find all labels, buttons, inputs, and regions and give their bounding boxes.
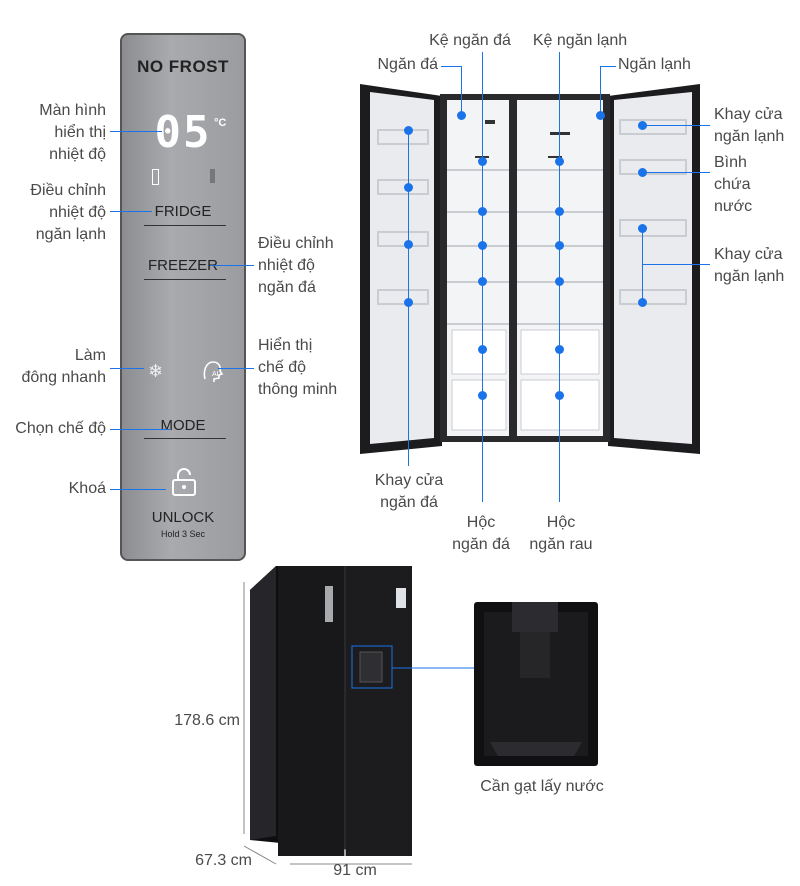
label-fridge-compartment: Ngăn lạnh bbox=[618, 56, 691, 73]
label-freezer-compartment: Ngăn đá bbox=[377, 56, 439, 73]
label-freezer-adj: Điều chỉnh nhiệt độ ngăn đá bbox=[258, 235, 334, 296]
label-fridge-door-tray-1: Khay cửa ngăn lạnh bbox=[714, 106, 785, 145]
unlock-button[interactable]: UNLOCK bbox=[151, 509, 215, 526]
label-water-dispenser-lever: Cần gạt lấy nước bbox=[480, 778, 604, 795]
marker-fridge-door-3 bbox=[638, 298, 647, 307]
label-lock: Khoá bbox=[68, 480, 106, 497]
leader-freezer-adj bbox=[210, 265, 254, 266]
fridge-divider bbox=[144, 225, 226, 226]
leader-mode-select bbox=[110, 429, 170, 430]
marker-freezer-shelf-1 bbox=[478, 157, 487, 166]
snowflake-icon[interactable]: ❄ bbox=[148, 361, 164, 381]
leader-lock bbox=[110, 489, 166, 490]
label-smart-mode: Hiển thị chế độ thông minh bbox=[258, 337, 338, 398]
label-width: 91 cm bbox=[333, 862, 377, 879]
leader-freezer-h bbox=[441, 66, 461, 67]
label-fridge-shelf: Kệ ngăn lạnh bbox=[532, 32, 628, 49]
leader-fridge-adj bbox=[110, 211, 152, 212]
marker-freezer-shelf-2 bbox=[478, 207, 487, 216]
temperature-display: 05 bbox=[154, 107, 212, 158]
leader-water-tank bbox=[642, 172, 710, 173]
marker-freezer-door-1 bbox=[404, 126, 413, 135]
marker-fridge bbox=[596, 111, 605, 120]
brand-logo: NO FROST bbox=[137, 57, 229, 76]
marker-fridge-door-2 bbox=[638, 224, 647, 233]
freezer-button[interactable]: FREEZER bbox=[147, 257, 218, 274]
marker-freezer-door-4 bbox=[404, 298, 413, 307]
marker-freezer-shelf-3 bbox=[478, 241, 487, 250]
label-fridge-door-tray-2: Khay cửa ngăn lạnh bbox=[714, 246, 785, 285]
label-display: Màn hình hiển thị nhiệt độ bbox=[39, 102, 106, 163]
leader-freezer-v bbox=[461, 66, 462, 114]
label-freezer-door-tray: Khay cửa ngăn đá bbox=[374, 472, 444, 511]
marker-freezer-drawer-1 bbox=[478, 345, 487, 354]
label-height: 178.6 cm bbox=[174, 712, 240, 729]
mode-button[interactable]: MODE bbox=[160, 417, 206, 434]
leader-fridge-door-tray-2-v bbox=[642, 228, 643, 304]
marker-freezer-door-3 bbox=[404, 240, 413, 249]
label-veg-drawer: Hộc ngăn rau bbox=[529, 514, 593, 553]
marker-freezer-door-2 bbox=[404, 183, 413, 192]
label-freezer-drawer: Hộc ngăn đá bbox=[452, 514, 510, 553]
marker-fridge-door-1 bbox=[638, 121, 647, 130]
temperature-unit: °C bbox=[214, 117, 227, 129]
fridge-button[interactable]: FRIDGE bbox=[154, 203, 212, 220]
label-fast-freeze: Làm đông nhanh bbox=[21, 347, 106, 386]
leader-fridge-door-tray-2-h bbox=[642, 264, 710, 265]
leader-fridge-v bbox=[600, 66, 601, 114]
leader-fridge-door-tray-1 bbox=[642, 125, 710, 126]
hold-hint: Hold 3 Sec bbox=[160, 529, 206, 539]
marker-freezer-shelf-4 bbox=[478, 277, 487, 286]
indicator-right-icon bbox=[210, 169, 215, 183]
freezer-divider bbox=[144, 279, 226, 280]
mode-divider bbox=[144, 438, 226, 439]
marker-veg-drawer-1 bbox=[555, 345, 564, 354]
label-freezer-shelf: Kệ ngăn đá bbox=[429, 32, 511, 49]
label-fridge-adj: Điều chỉnh nhiệt độ ngăn lạnh bbox=[30, 182, 106, 243]
marker-fridge-shelf-2 bbox=[555, 207, 564, 216]
leader-smart-mode bbox=[218, 368, 254, 369]
leader-fast-freeze bbox=[110, 368, 144, 369]
marker-freezer bbox=[457, 111, 466, 120]
leader-display bbox=[110, 131, 162, 132]
svg-text:AI: AI bbox=[212, 371, 219, 378]
marker-water-tank bbox=[638, 168, 647, 177]
lock-icon[interactable] bbox=[170, 467, 196, 496]
marker-fridge-shelf-3 bbox=[555, 241, 564, 250]
label-mode-select: Chọn chế độ bbox=[15, 420, 106, 437]
control-panel: NO FROST 05 °C FRIDGE FREEZER ❄ AI MODE … bbox=[120, 33, 246, 561]
marker-fridge-shelf-4 bbox=[555, 277, 564, 286]
leader-fridge-h bbox=[600, 66, 616, 67]
indicator-left-icon bbox=[152, 169, 159, 185]
marker-freezer-drawer-2 bbox=[478, 391, 487, 400]
marker-fridge-shelf-1 bbox=[555, 157, 564, 166]
label-depth: 67.3 cm bbox=[195, 852, 252, 869]
marker-veg-drawer-2 bbox=[555, 391, 564, 400]
ai-head-icon[interactable]: AI bbox=[202, 359, 224, 382]
label-water-tank: Bình chứa nước bbox=[714, 154, 753, 215]
